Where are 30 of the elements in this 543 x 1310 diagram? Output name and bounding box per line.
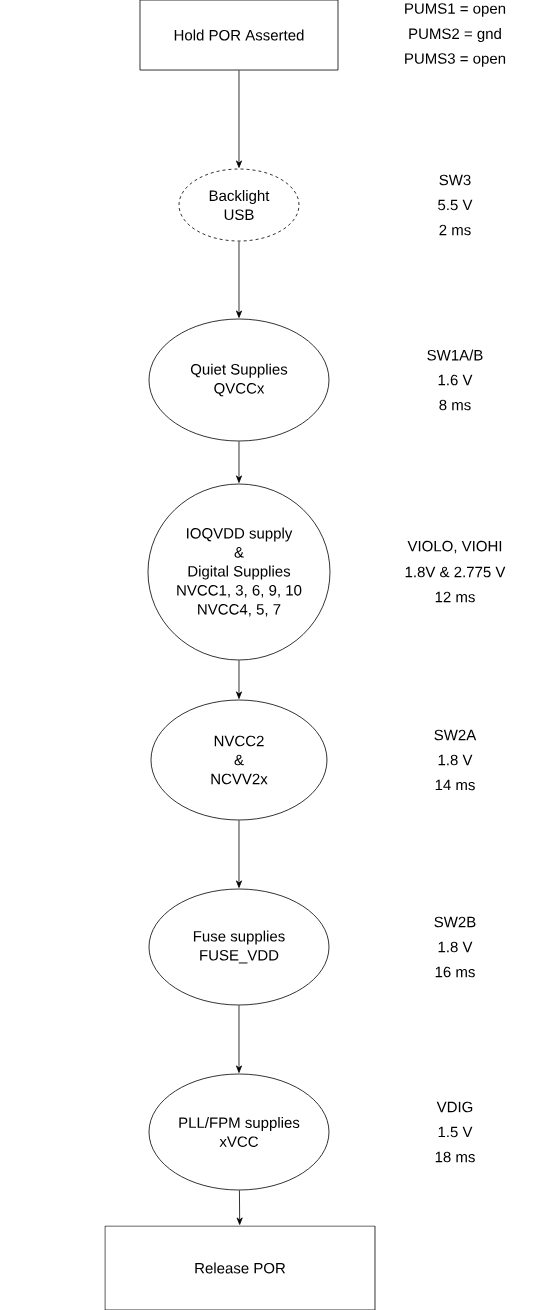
side-note: PUMS2 = gnd bbox=[409, 28, 501, 42]
side-note: SW2B bbox=[434, 916, 476, 928]
arrow bbox=[236, 1005, 242, 1073]
side-note: 18 ms bbox=[435, 1151, 475, 1163]
side-note: 1.8 V bbox=[438, 754, 473, 766]
side-note: VIOLO, VIOHI bbox=[407, 540, 502, 554]
side-note: 14 ms bbox=[435, 779, 475, 791]
process-box: Release POR bbox=[104, 1225, 376, 1310]
side-note: PUMS1 = open bbox=[405, 3, 506, 17]
arrow bbox=[236, 1190, 243, 1225]
side-note: 12 ms bbox=[435, 591, 475, 603]
arrow bbox=[236, 441, 242, 483]
side-note: 5.5 V bbox=[438, 199, 473, 211]
process-box: Hold POR Asserted bbox=[139, 0, 339, 71]
side-note: 1.8 V bbox=[438, 941, 473, 953]
side-note: SW1A/B bbox=[427, 349, 483, 361]
side-note: PUMS3 = open bbox=[405, 53, 506, 67]
side-note: 8 ms bbox=[439, 399, 471, 411]
arrow bbox=[236, 241, 242, 318]
side-note: SW3 bbox=[439, 174, 471, 186]
arrow bbox=[236, 70, 242, 168]
side-note: 1.8V & 2.775 V bbox=[405, 566, 506, 578]
side-note: 16 ms bbox=[435, 966, 475, 978]
side-note: 2 ms bbox=[439, 224, 471, 236]
side-note: 1.6 V bbox=[438, 374, 473, 386]
side-note: SW2A bbox=[434, 729, 477, 741]
side-note: 1.5 V bbox=[438, 1126, 473, 1138]
side-note: VDIG bbox=[436, 1101, 473, 1113]
arrow bbox=[236, 660, 242, 699]
arrow bbox=[236, 820, 242, 888]
